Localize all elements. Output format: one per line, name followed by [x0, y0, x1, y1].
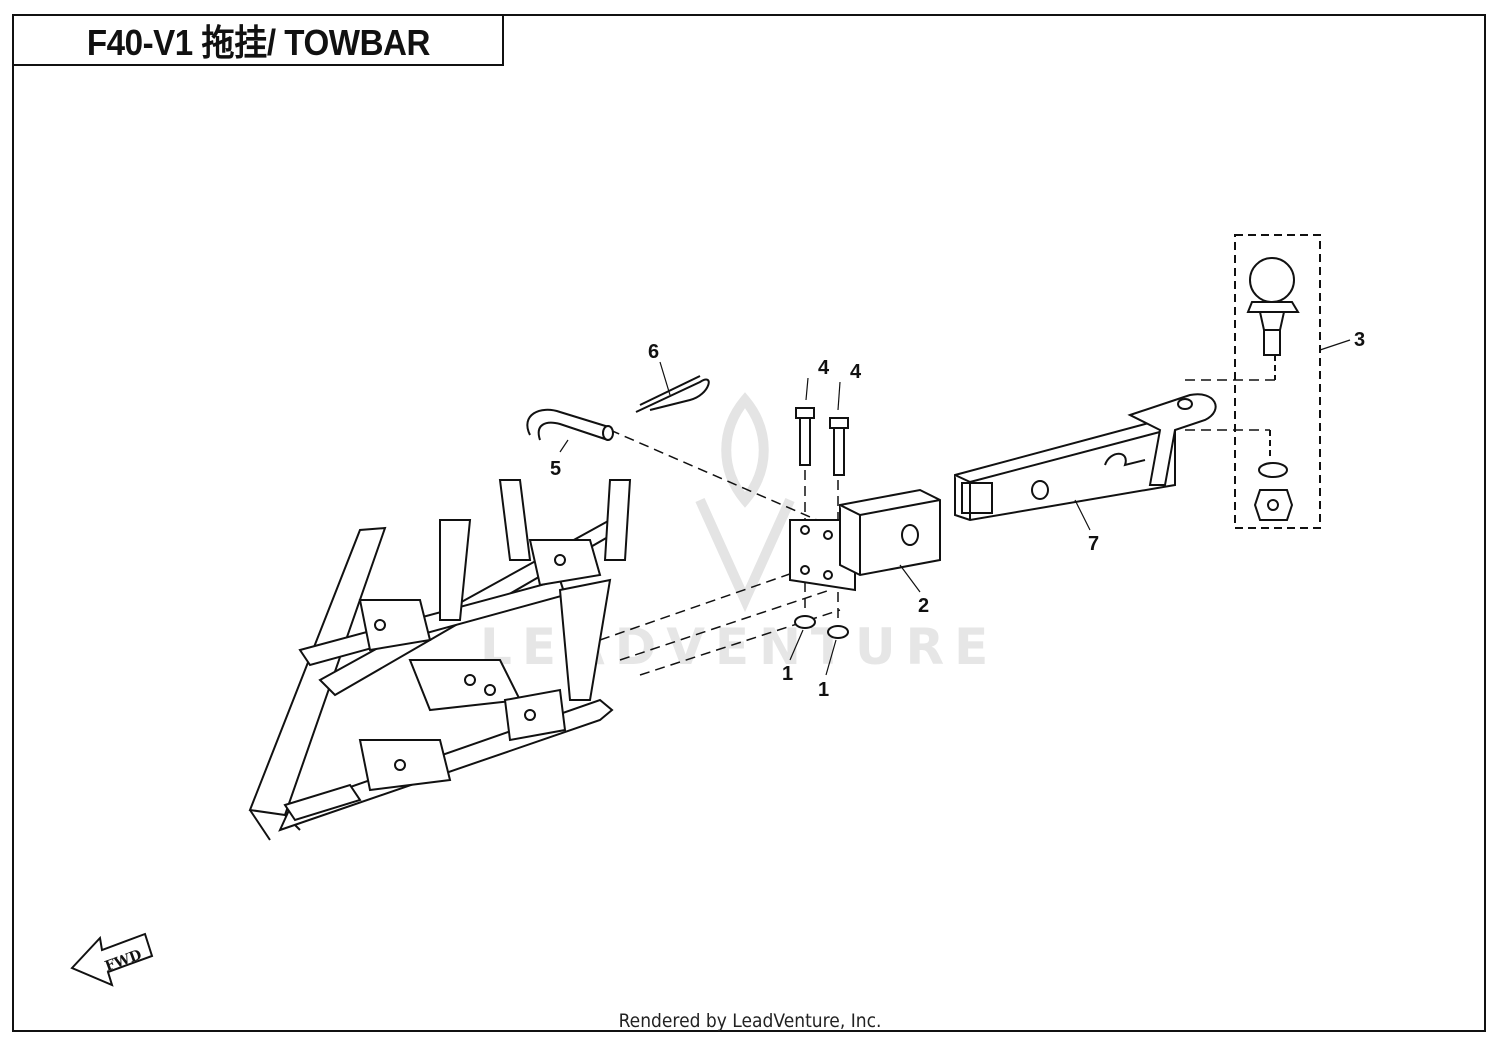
- callout-3: 3: [1354, 329, 1365, 351]
- vehicle-frame: [248, 479, 632, 841]
- drawbar-part-7: [954, 393, 1217, 522]
- title-box: F40-V1 拖挂/ TOWBAR: [12, 14, 504, 66]
- callout-1b: 1: [818, 679, 829, 701]
- callout-1a: 1: [782, 663, 793, 685]
- fwd-arrow-icon: FWD: [70, 932, 154, 987]
- bolt-part-4: [795, 407, 849, 476]
- clip-part-6: [635, 375, 710, 413]
- hitch-ball-part-3: [1234, 234, 1321, 529]
- leadventure-logo-icon: [695, 392, 795, 613]
- leader-lines: [559, 339, 1351, 676]
- callout-2: 2: [918, 595, 929, 617]
- diagram-frame: [12, 14, 1486, 1032]
- page-title: F40-V1 拖挂/ TOWBAR: [86, 22, 430, 63]
- callout-4b: 4: [850, 361, 862, 383]
- callout-7: 7: [1088, 533, 1099, 555]
- nut-part-1: [794, 615, 849, 639]
- footer-credit: Rendered by LeadVenture, Inc.: [618, 1010, 882, 1032]
- callout-6: 6: [648, 341, 659, 363]
- pin-part-5: [526, 408, 614, 441]
- callout-5: 5: [550, 458, 561, 480]
- callout-4a: 4: [818, 357, 830, 379]
- receiver-part-2: [789, 488, 941, 592]
